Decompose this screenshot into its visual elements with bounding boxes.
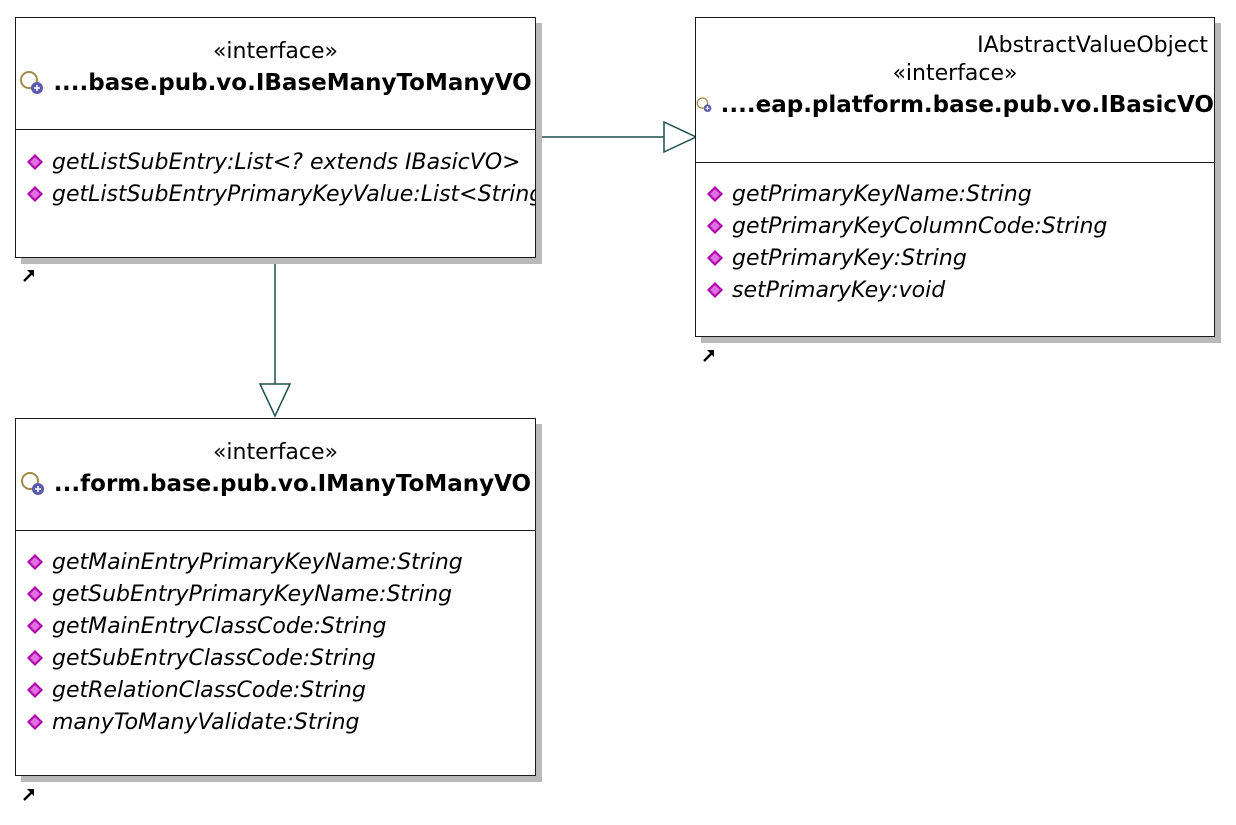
public-method-icon <box>27 154 43 170</box>
operation-item[interactable]: getPrimaryKeyColumnCode:String <box>706 210 1214 242</box>
operations-list: getPrimaryKeyName:String getPrimaryKeyCo… <box>706 178 1214 306</box>
extra-stereotype-label: IAbstractValueObject <box>977 33 1208 58</box>
operations-list: getMainEntryPrimaryKeyName:String getSub… <box>26 546 535 738</box>
resize-arrow-icon[interactable] <box>22 268 36 282</box>
operation-item[interactable]: getSubEntryClassCode:String <box>26 642 535 674</box>
public-method-icon <box>27 682 43 698</box>
interface-name: ....eap.platform.base.pub.vo.IBasicVO <box>720 92 1214 118</box>
interface-node-ibasicvo[interactable]: IAbstractValueObject «interface» ....eap… <box>695 17 1215 337</box>
operation-item[interactable]: manyToManyValidate:String <box>26 706 535 738</box>
operation-item[interactable]: getRelationClassCode:String <box>26 674 535 706</box>
generalization-edge-many-to-many[interactable] <box>258 260 292 418</box>
public-method-icon <box>27 554 43 570</box>
operation-item[interactable]: getListSubEntryPrimaryKeyValue:List<Stri… <box>26 178 535 210</box>
operation-item[interactable]: getMainEntryPrimaryKeyName:String <box>26 546 535 578</box>
public-method-icon <box>707 186 723 202</box>
compartment-separator <box>696 162 1214 163</box>
stereotype-label: «interface» <box>212 440 339 465</box>
public-method-icon <box>27 714 43 730</box>
public-method-icon <box>27 586 43 602</box>
operation-item[interactable]: setPrimaryKey:void <box>706 274 1214 306</box>
interface-name: ...form.base.pub.vo.IManyToManyVO <box>53 471 532 497</box>
public-method-icon <box>27 650 43 666</box>
operation-item[interactable]: getPrimaryKeyName:String <box>706 178 1214 210</box>
interface-icon <box>696 97 712 113</box>
operation-item[interactable]: getMainEntryClassCode:String <box>26 610 535 642</box>
public-method-icon <box>707 218 723 234</box>
generalization-edge-basic[interactable] <box>537 120 698 154</box>
operation-item[interactable]: getListSubEntry:List<? extends IBasicVO> <box>26 146 535 178</box>
public-method-icon <box>27 618 43 634</box>
operation-label: getSubEntryClassCode:String <box>52 645 376 671</box>
interface-icon <box>20 71 44 94</box>
compartment-separator <box>16 530 535 531</box>
operation-label: getPrimaryKeyName:String <box>732 181 1032 207</box>
hollow-triangle-arrowhead <box>663 120 698 154</box>
operations-list: getListSubEntry:List<? extends IBasicVO>… <box>26 146 535 210</box>
operation-item[interactable]: getPrimaryKey:String <box>706 242 1214 274</box>
hollow-triangle-arrowhead <box>258 383 292 418</box>
public-method-icon <box>27 186 43 202</box>
compartment-separator <box>16 129 535 130</box>
operation-label: getMainEntryPrimaryKeyName:String <box>52 549 463 575</box>
operation-label: getPrimaryKeyColumnCode:String <box>732 213 1108 239</box>
operation-label: getSubEntryPrimaryKeyName:String <box>52 581 453 607</box>
operation-label: getListSubEntryPrimaryKeyValue:List<Stri… <box>52 181 536 207</box>
interface-icon <box>20 472 44 495</box>
operation-label: getMainEntryClassCode:String <box>52 613 387 639</box>
public-method-icon <box>707 282 723 298</box>
interface-node-ibasemanytomanyvo[interactable]: «interface» ....base.pub.vo.IBaseManyToM… <box>15 17 536 258</box>
public-method-icon <box>707 250 723 266</box>
operation-label: getRelationClassCode:String <box>52 677 366 703</box>
resize-arrow-icon[interactable] <box>22 787 36 801</box>
resize-arrow-icon[interactable] <box>702 348 716 362</box>
operation-label: manyToManyValidate:String <box>52 709 360 735</box>
operation-label: getListSubEntry:List<? extends IBasicVO> <box>52 149 521 175</box>
interface-name: ....base.pub.vo.IBaseManyToManyVO <box>53 70 532 96</box>
interface-node-imanytomanyvo[interactable]: «interface» ...form.base.pub.vo.IManyToM… <box>15 418 536 776</box>
stereotype-label: «interface» <box>212 39 339 64</box>
operation-label: getPrimaryKey:String <box>732 245 967 271</box>
operation-item[interactable]: getSubEntryPrimaryKeyName:String <box>26 578 535 610</box>
stereotype-label: «interface» <box>892 61 1018 86</box>
operation-label: setPrimaryKey:void <box>732 277 946 303</box>
